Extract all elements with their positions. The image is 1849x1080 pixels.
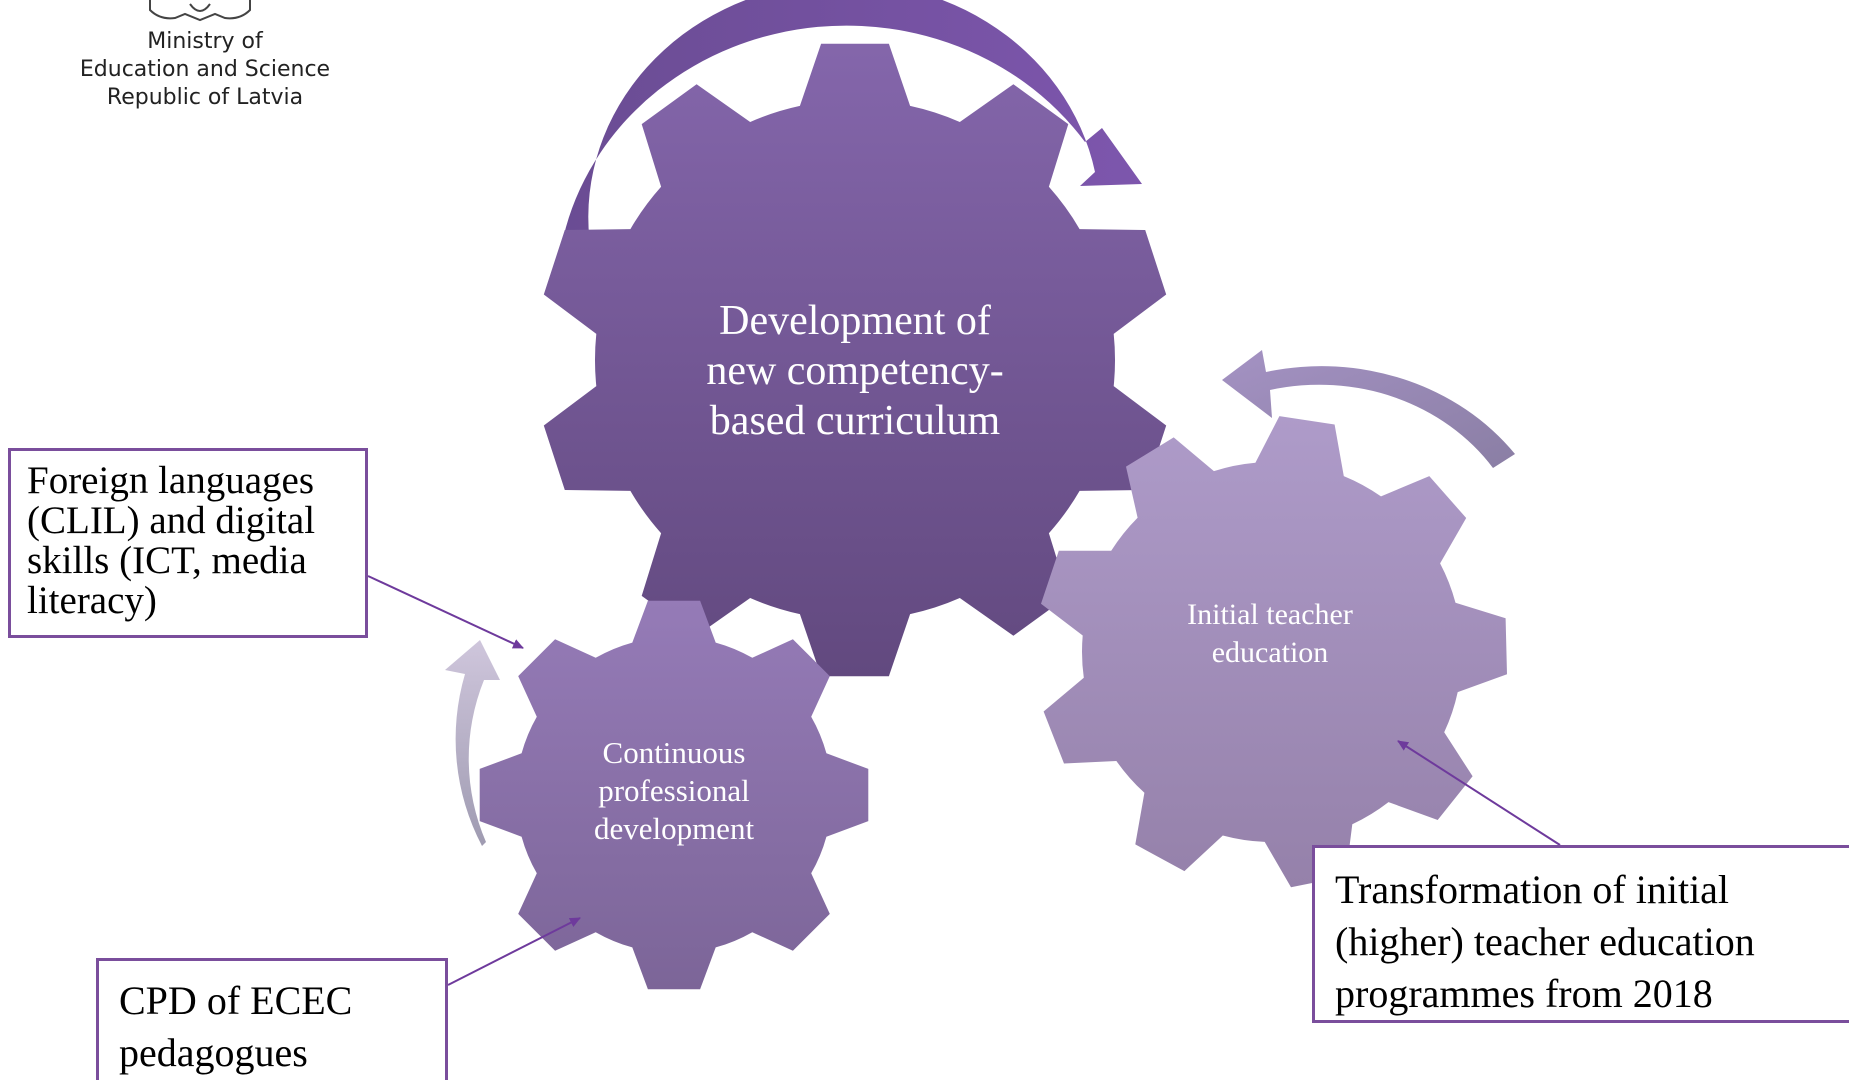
- initial-teacher-gear: [1041, 416, 1507, 888]
- ecec-connector: [447, 917, 581, 986]
- foreign-line-4: literacy): [27, 579, 157, 622]
- foreign-line-2: (CLIL) and digital: [27, 499, 316, 542]
- transformation-line-3: programmes from 2018: [1335, 971, 1713, 1016]
- cpd-gear: [479, 600, 869, 990]
- transformation-line-2: (higher) teacher education: [1335, 919, 1755, 964]
- cpd-gear-label: Continuous professional development: [554, 734, 794, 848]
- cpd-line-1: Continuous: [602, 735, 746, 770]
- ministry-emblem-icon: [149, 0, 251, 22]
- foreign-languages-callout: Foreign languages (CLIL) and digital ski…: [8, 448, 368, 638]
- logo-line-3: Republic of Latvia: [106, 85, 304, 110]
- cpd-line-2: professional: [598, 773, 750, 808]
- initial-teacher-gear-label: Initial teacher education: [1150, 596, 1390, 672]
- curriculum-gear-label: Development of new competency- based cur…: [640, 296, 1070, 446]
- ecec-line-2: pedagogues: [119, 1030, 308, 1075]
- foreign-line-3: skills (ICT, media: [27, 539, 307, 582]
- transformation-line-1: Transformation of initial: [1335, 867, 1730, 912]
- foreign-line-1: Foreign languages: [27, 459, 315, 502]
- cpd-line-3: development: [593, 811, 755, 846]
- initial-line-1: Initial teacher: [1187, 598, 1353, 631]
- transformation-callout: Transformation of initial (higher) teach…: [1312, 845, 1849, 1023]
- ecec-line-1: CPD of ECEC: [119, 978, 353, 1023]
- curriculum-line-2: new competency-: [706, 348, 1004, 394]
- logo-line-2: Education and Science: [79, 57, 331, 82]
- right-cycle-arrow: [1222, 350, 1515, 468]
- curriculum-line-3: based curriculum: [709, 398, 1001, 444]
- curriculum-line-1: Development of: [719, 298, 991, 344]
- ministry-logo: Ministry of Education and Science Republ…: [60, 0, 350, 120]
- transformation-connector: [1397, 740, 1561, 846]
- foreign-languages-connector: [367, 575, 524, 649]
- logo-line-1: Ministry of: [147, 29, 263, 54]
- ecec-callout: CPD of ECEC pedagogues: [96, 958, 448, 1080]
- initial-line-2: education: [1211, 636, 1329, 669]
- curriculum-gear: [543, 43, 1167, 677]
- left-cycle-arrow: [445, 640, 500, 846]
